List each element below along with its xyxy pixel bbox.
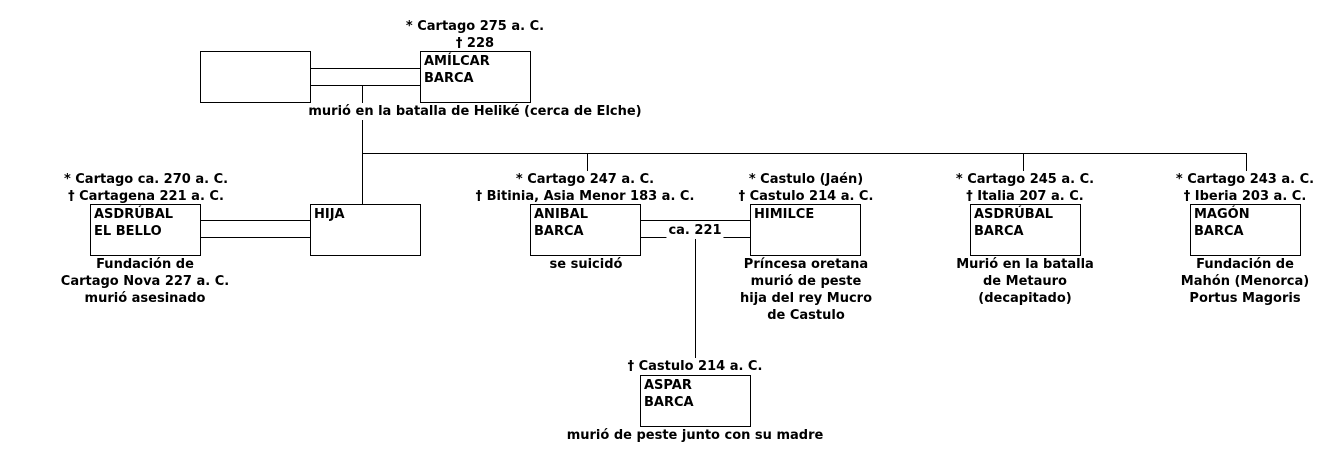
note-asdrubal-barca: Murió en la batalla de Metauro (decapita…	[956, 256, 1094, 307]
note-text: Mahón (Menorca)	[1180, 274, 1310, 289]
dates-himilce: * Castulo (Jaén) † Castulo 214 a. C.	[738, 171, 874, 205]
note-aspar: murió de peste junto con su madre	[567, 427, 824, 444]
note-anibal: se suicidó	[550, 256, 623, 273]
person-name: HIJA	[314, 207, 345, 222]
note-magon: Fundación de Mahón (Menorca) Portus Mago…	[1181, 256, 1309, 307]
person-name: ASPAR	[644, 378, 692, 393]
person-box-asdrubal-barca: ASDRÚBAL BARCA	[970, 204, 1081, 256]
note-text: murió de peste	[750, 274, 862, 289]
birth-text: * Cartago 275 a. C.	[405, 18, 545, 35]
death-text: † 228	[405, 35, 545, 52]
dates-anibal: * Cartago 247 a. C. † Bitinia, Asia Meno…	[475, 171, 695, 205]
dates-asdrubal-bello: * Cartago ca. 270 a. C. † Cartagena 221 …	[63, 171, 229, 205]
death-text: † Italia 207 a. C.	[955, 188, 1095, 205]
person-name: ANIBAL	[534, 207, 589, 222]
person-box-unknown-wife	[200, 51, 311, 103]
birth-text: * Castulo (Jaén)	[738, 171, 874, 188]
death-text: † Bitinia, Asia Menor 183 a. C.	[475, 188, 695, 205]
note-amilcar: murió en la batalla de Heliké (cerca de …	[308, 103, 642, 120]
marriage-date-anibal-himilce: ca. 221	[666, 222, 724, 239]
note-text: murió en la batalla de Heliké (cerca de …	[308, 103, 642, 120]
note-himilce: Príncesa oretana murió de peste hija del…	[740, 256, 872, 324]
death-text: † Iberia 203 a. C.	[1175, 188, 1315, 205]
person-name: BARCA	[644, 395, 694, 410]
person-box-magon: MAGÓN BARCA	[1190, 204, 1301, 256]
note-text: hija del rey Mucro	[739, 291, 873, 306]
death-text: † Cartagena 221 a. C.	[63, 188, 229, 205]
note-text: Fundación de	[96, 257, 194, 272]
person-name: BARCA	[534, 224, 584, 239]
note-text: Murió en la batalla	[956, 257, 1094, 272]
person-name: ASDRÚBAL	[974, 207, 1054, 222]
birth-text: * Cartago 243 a. C.	[1175, 171, 1315, 188]
dates-asdrubal-barca: * Cartago 245 a. C. † Italia 207 a. C.	[955, 171, 1095, 205]
person-name: EL BELLO	[94, 224, 162, 239]
person-box-asdrubal-bello: ASDRÚBAL EL BELLO	[90, 204, 201, 256]
person-box-anibal: ANIBAL BARCA	[530, 204, 641, 256]
person-name: BARCA	[974, 224, 1024, 239]
person-box-hija: HIJA	[310, 204, 421, 256]
person-name: ASDRÚBAL	[94, 207, 174, 222]
birth-text: * Cartago 247 a. C.	[475, 171, 695, 188]
death-text: † Castulo 214 a. C.	[738, 188, 874, 205]
dates-magon: * Cartago 243 a. C. † Iberia 203 a. C.	[1175, 171, 1315, 205]
note-text: (decapitado)	[978, 291, 1072, 306]
death-text: † Castulo 214 a. C.	[627, 358, 763, 375]
person-name: MAGÓN	[1194, 207, 1250, 222]
birth-text: * Cartago 245 a. C.	[955, 171, 1095, 188]
note-text: Cartago Nova 227 a. C.	[60, 274, 230, 289]
person-name: HIMILCE	[754, 207, 815, 222]
note-text: Príncesa oretana	[743, 257, 869, 272]
note-text: murió asesinado	[84, 291, 206, 306]
person-name: BARCA	[1194, 224, 1244, 239]
note-text: de Metauro	[983, 274, 1067, 289]
note-text: Fundación de	[1196, 257, 1294, 272]
dates-aspar: † Castulo 214 a. C.	[627, 358, 763, 375]
note-text: Portus Magoris	[1189, 291, 1301, 306]
note-asdrubal-bello: Fundación de Cartago Nova 227 a. C. muri…	[61, 256, 229, 307]
person-box-amilcar: AMÍLCAR BARCA	[420, 51, 531, 103]
person-box-aspar: ASPAR BARCA	[640, 375, 751, 427]
note-text: de Castulo	[767, 308, 845, 323]
dates-amilcar: * Cartago 275 a. C. † 228	[405, 18, 545, 52]
person-name: AMÍLCAR	[424, 54, 490, 69]
birth-text: * Cartago ca. 270 a. C.	[63, 171, 229, 188]
person-box-himilce: HIMILCE	[750, 204, 861, 256]
note-text: se suicidó	[549, 257, 623, 272]
person-name: BARCA	[424, 71, 474, 86]
note-text: murió de peste junto con su madre	[566, 428, 824, 443]
